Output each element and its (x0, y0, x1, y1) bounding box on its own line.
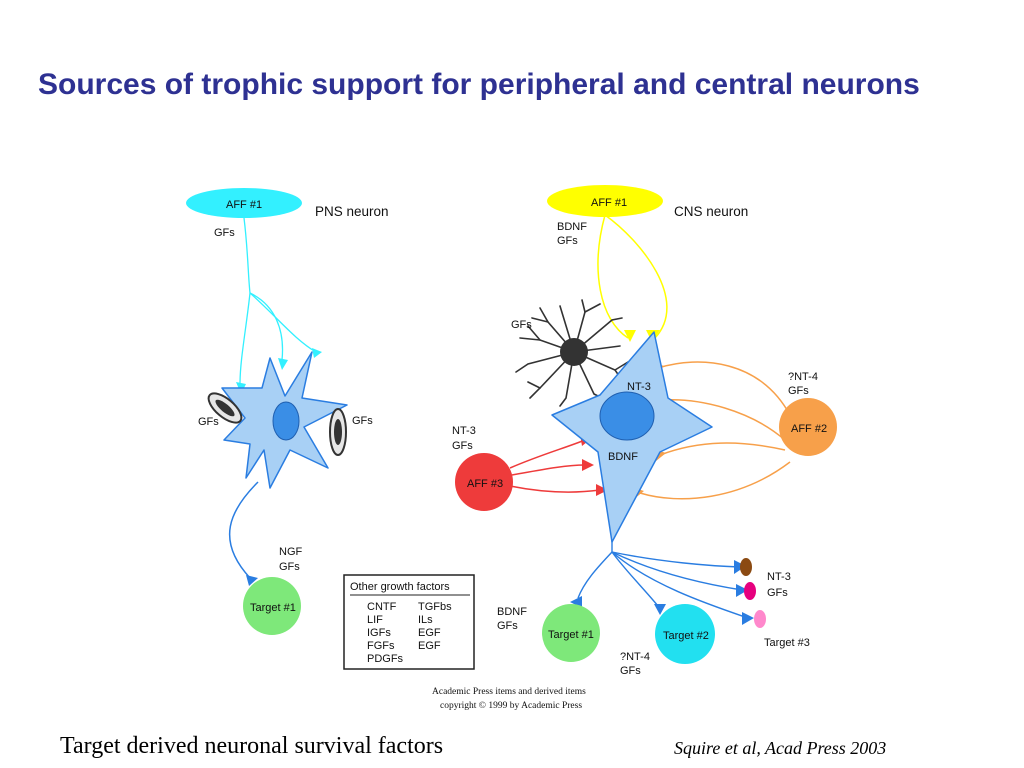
cns-target2-label: Target #2 (663, 630, 709, 642)
cns-target3-factor-1: NT-3 (767, 571, 791, 583)
cns-target3-label: Target #3 (764, 637, 810, 649)
cns-aff1-factor-1: BDNF (557, 221, 587, 233)
pns-aff1-label: AFF #1 (226, 199, 262, 211)
growth-factor-item: EGF (418, 640, 441, 652)
growth-box-title: Other growth factors (350, 581, 450, 593)
cns-target3-terminal-pink (754, 610, 766, 628)
pns-heading: PNS neuron (315, 204, 389, 219)
cns-axon-terminal (654, 604, 666, 615)
growth-factor-item: TGFbs (418, 601, 452, 613)
pns-glia-left (207, 392, 243, 424)
cns-neuron-nucleus (599, 391, 655, 441)
cns-glia-label: GFs (511, 319, 532, 331)
pns-target-factor-2: GFs (279, 561, 300, 573)
pns-synapse-terminal (278, 358, 288, 370)
cns-aff2-factor-1: ?NT-4 (788, 371, 818, 383)
cns-aff2-factor-2: GFs (788, 385, 809, 397)
cns-aff1-node (547, 185, 663, 217)
cns-target3-terminal-magenta (744, 582, 756, 600)
growth-factor-item: PDGFs (367, 653, 404, 665)
cns-heading: CNS neuron (674, 204, 748, 219)
cns-aff1-factor-2: GFs (557, 235, 578, 247)
cns-aff3-factor-1: NT-3 (452, 425, 476, 437)
other-growth-factors-box: Other growth factors CNTF LIF IGFs FGFs … (343, 574, 475, 670)
pns-glia-right (329, 408, 347, 456)
growth-factor-item: EGF (418, 627, 441, 639)
cns-target2-node (655, 604, 715, 664)
cns-aff3-factor-2: GFs (452, 440, 473, 452)
pns-neuron-nucleus (272, 401, 300, 441)
cns-target1-factor-1: BDNF (497, 606, 527, 618)
cns-axon-terminal (570, 596, 582, 608)
cns-aff2-node (779, 398, 837, 456)
pns-axon-terminal (246, 575, 258, 586)
cns-target2-factor-2: GFs (620, 665, 641, 677)
pns-glia-left-label: GFs (198, 416, 219, 428)
cns-soma-top-label: NT-3 (627, 381, 651, 393)
cns-axon-terminal (736, 584, 748, 597)
cns-target1-label: Target #1 (548, 629, 594, 641)
cns-aff3-terminal (596, 484, 608, 496)
pns-synapse-terminal (312, 348, 322, 358)
growth-factor-item: ILs (418, 614, 433, 626)
cns-target2-factor-1: ?NT-4 (620, 651, 650, 663)
growth-factor-item: IGFs (367, 627, 391, 639)
cns-neuron-panel: AFF #1 CNS neuron BDNF GFs GFs (452, 185, 837, 677)
pns-axon (228, 481, 259, 579)
pns-aff1-factor: GFs (214, 227, 235, 239)
cns-aff3-node (455, 453, 513, 511)
cns-aff2-label: AFF #2 (791, 423, 827, 435)
cns-aff1-fibers (597, 214, 668, 339)
growth-factor-item: LIF (367, 614, 383, 626)
pns-glia-right-label: GFs (352, 415, 373, 427)
cns-axon-terminal (742, 612, 754, 625)
cns-aff1-terminal (624, 330, 636, 342)
cns-aff2-fibers (639, 361, 791, 500)
cns-axon-tree (577, 540, 749, 619)
cns-target3-factor-2: GFs (767, 587, 788, 599)
cns-soma-bottom-label: BDNF (608, 451, 638, 463)
credit-line-2: copyright © 1999 by Academic Press (440, 700, 582, 711)
pns-afferent-fibers (239, 217, 317, 385)
cns-aff1-label: AFF #1 (591, 197, 627, 209)
cns-glial-cell-body (560, 338, 588, 366)
pns-neuron-panel: AFF #1 PNS neuron GFs GFs GFs NGF GFs Ta… (186, 188, 389, 635)
cns-target3-terminal-brown (740, 558, 752, 576)
pns-aff1-node (186, 188, 302, 218)
cns-aff3-fibers (509, 439, 601, 493)
footer-citation: Squire et al, Acad Press 2003 (674, 738, 887, 758)
cns-target1-node (542, 604, 600, 662)
credit-line-1: Academic Press items and derived items (432, 687, 586, 697)
slide-title: Sources of trophic support for periphera… (38, 68, 920, 101)
cns-aff3-terminal (582, 459, 594, 471)
pns-target-factor-1: NGF (279, 546, 303, 558)
cns-target1-factor-2: GFs (497, 620, 518, 632)
cns-aff3-label: AFF #3 (467, 478, 503, 490)
growth-factor-item: CNTF (367, 601, 397, 613)
footer-caption: Target derived neuronal survival factors (60, 733, 444, 759)
pns-target1-node (243, 577, 301, 635)
growth-factor-item: FGFs (367, 640, 395, 652)
pns-target1-label: Target #1 (250, 602, 296, 614)
